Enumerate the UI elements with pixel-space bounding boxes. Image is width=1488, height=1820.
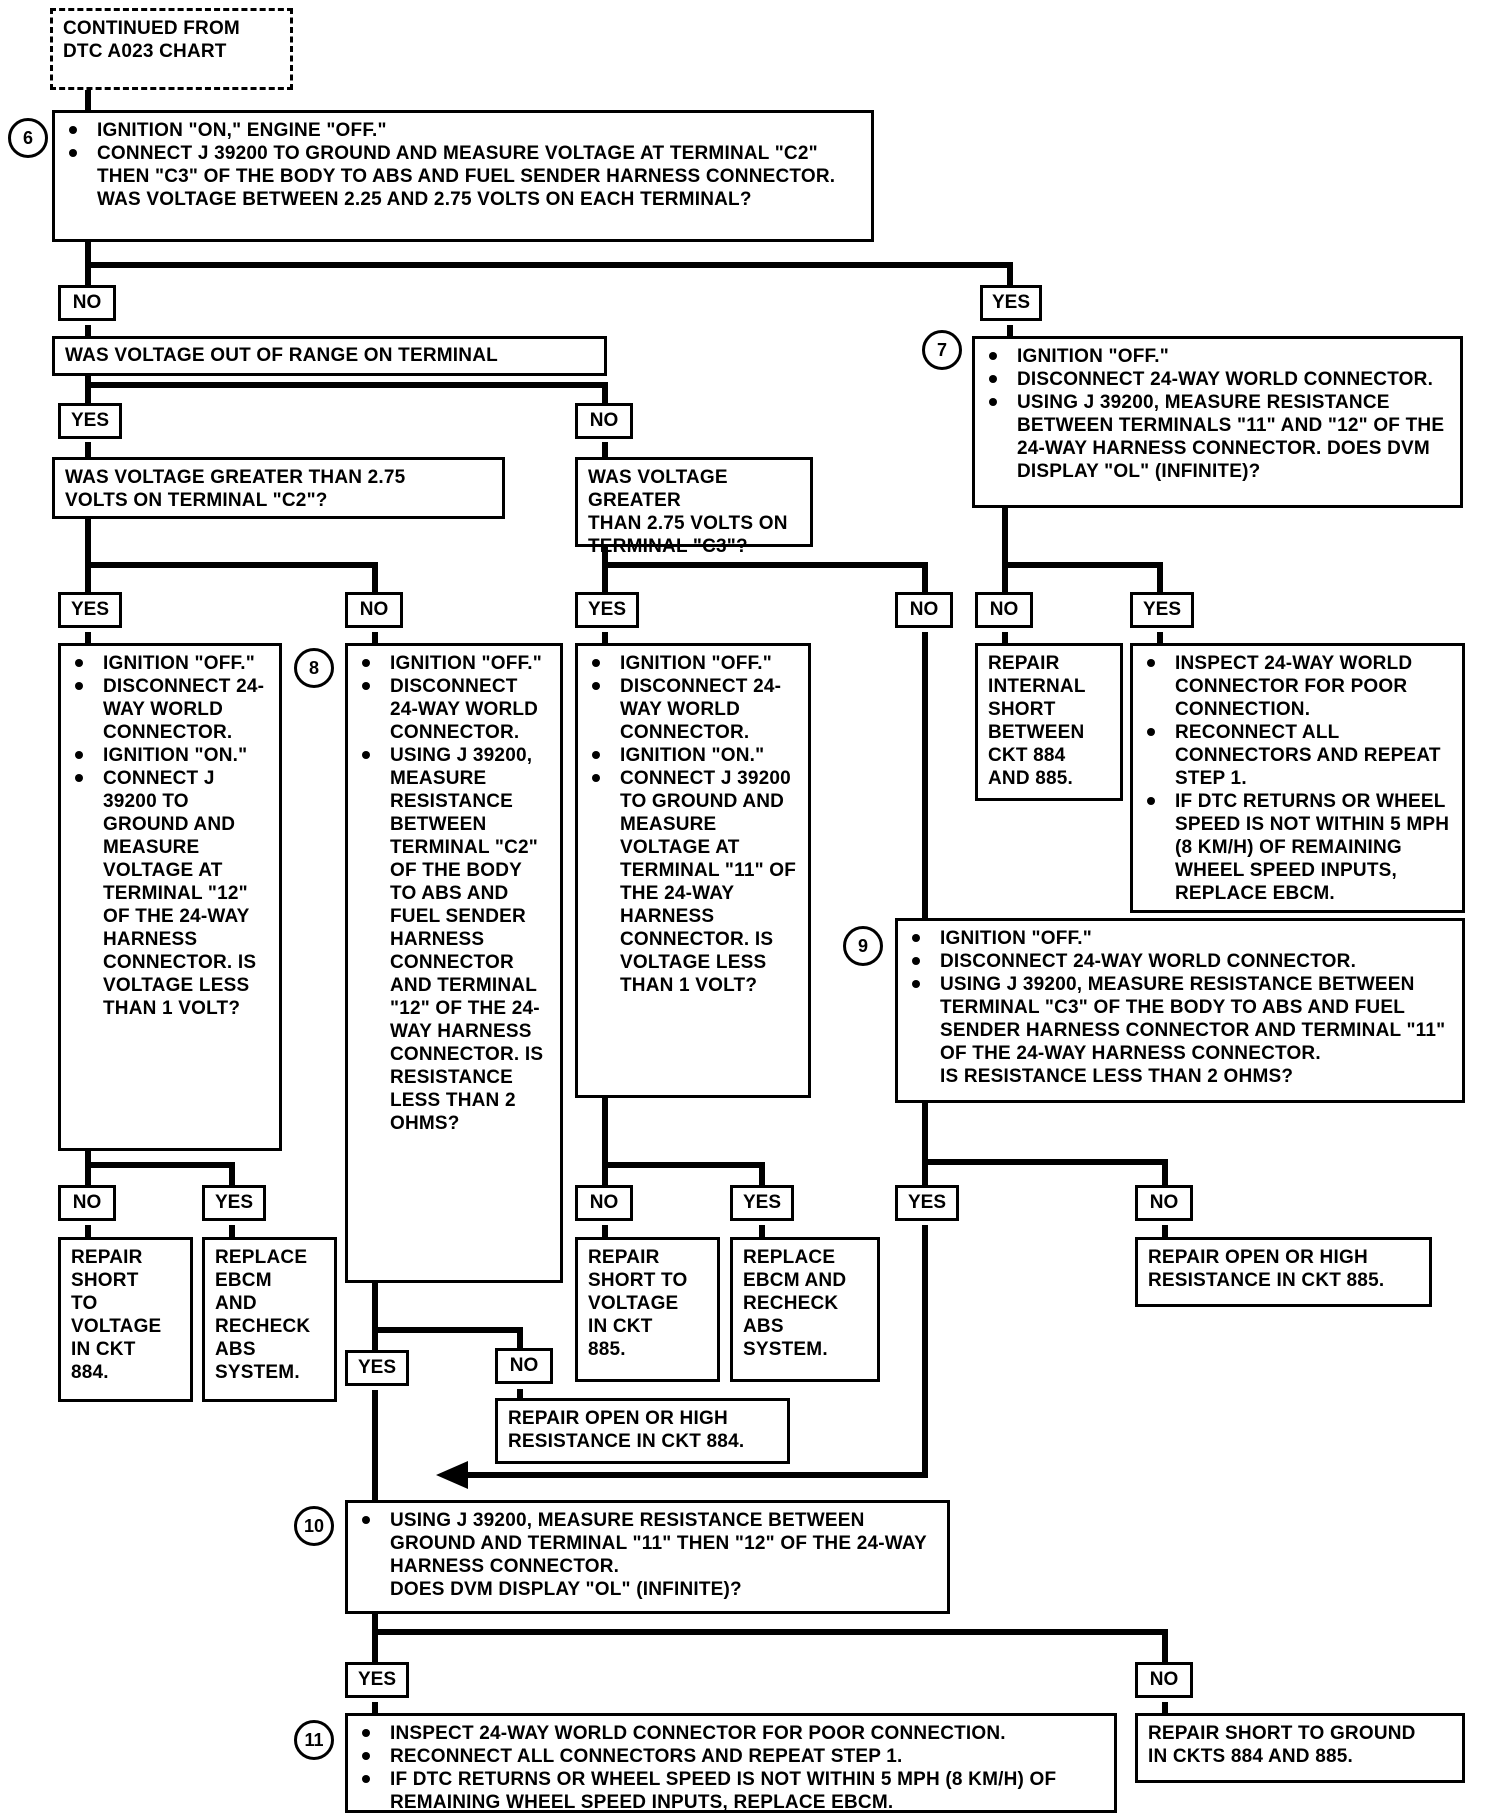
step-7-number: 7 xyxy=(922,330,962,370)
bullet-item: USING J 39200, MEASURE RESISTANCE BETWEE… xyxy=(356,1509,937,1578)
step-7-box: IGNITION "OFF." DISCONNECT 24-WAY WORLD … xyxy=(972,336,1463,508)
repair-short-ground-box: REPAIR SHORT TO GROUND IN CKTs 884 AND 8… xyxy=(1135,1713,1465,1783)
step-10-number: 10 xyxy=(294,1506,334,1546)
no-label: NO xyxy=(345,592,403,628)
bullet-item: CONNECT J 39200 TO GROUND AND MEASURE VO… xyxy=(63,142,861,188)
bullet-item: IGNITION "OFF." xyxy=(906,927,1452,950)
bullet-item: USING J 39200, MEASURE RESISTANCE BETWEE… xyxy=(983,391,1450,483)
no-label: NO xyxy=(895,592,953,628)
bullet-item: DISCONNECT 24-WAY WORLD CONNECTOR. xyxy=(983,368,1450,391)
step-11-number: 11 xyxy=(294,1720,334,1760)
no-label: NO xyxy=(1135,1662,1193,1698)
yes-label: YES xyxy=(1130,592,1194,628)
step-10-box: USING J 39200, MEASURE RESISTANCE BETWEE… xyxy=(345,1500,950,1614)
bullet-item: USING J 39200, MEASURE RESISTANCE BETWEE… xyxy=(906,973,1452,1065)
arrow-head xyxy=(436,1461,468,1489)
bullet-item: CONNECT J 39200 TO GROUND AND MEASURE VO… xyxy=(586,767,798,997)
replace-ebcm-box-1: REPLACE EBCM AND RECHECK ABS SYSTEM. xyxy=(202,1237,337,1402)
bullet-item: IF DTC RETURNS OR WHEEL SPEED IS NOT WIT… xyxy=(356,1768,1104,1814)
bullet-item: IGNITION "ON." xyxy=(69,744,269,767)
step-7-yes-inspect-box: INSPECT 24-WAY WORLD CONNECTOR FOR POOR … xyxy=(1130,643,1465,913)
step-9-number: 9 xyxy=(843,926,883,966)
yes-label: YES xyxy=(730,1185,794,1221)
bullet-item: INSPECT 24-WAY WORLD CONNECTOR FOR POOR … xyxy=(1141,652,1452,721)
no-label: NO xyxy=(575,1185,633,1221)
question-c3-greater: WAS VOLTAGE GREATER THAN 2.75 VOLTS ON T… xyxy=(575,457,813,557)
bullet-item: CONNECT J 39200 TO GROUND AND MEASURE VO… xyxy=(69,767,269,1020)
bullet-item: IGNITION "ON," ENGINE "OFF." xyxy=(63,119,861,142)
repair-open-ckt884-box: REPAIR OPEN OR HIGH RESISTANCE IN CKT 88… xyxy=(495,1398,790,1464)
bullet-item: IF DTC RETURNS OR WHEEL SPEED IS NOT WIT… xyxy=(1141,790,1452,905)
yes-label: YES xyxy=(345,1350,409,1386)
bullet-item: RECONNECT ALL CONNECTORS AND REPEAT STEP… xyxy=(356,1745,1104,1768)
bullet-item: INSPECT 24-WAY WORLD CONNECTOR FOR POOR … xyxy=(356,1722,1104,1745)
yes-label: YES xyxy=(58,592,122,628)
bullet-item: DISCONNECT 24-WAY WORLD CONNECTOR. xyxy=(586,675,798,744)
bullet-item: IGNITION "OFF." xyxy=(586,652,798,675)
step-11-box: INSPECT 24-WAY WORLD CONNECTOR FOR POOR … xyxy=(345,1713,1117,1813)
bullet-item: DISCONNECT 24-WAY WORLD CONNECTOR. xyxy=(356,675,550,744)
c2-yes-procedure-box: IGNITION "OFF." DISCONNECT 24-WAY WORLD … xyxy=(58,643,282,1151)
step-9-question: IS RESISTANCE LESS THAN 2 OHMS? xyxy=(940,1066,1294,1087)
yes-label: YES xyxy=(895,1185,959,1221)
c3-yes-procedure-box: IGNITION "OFF." DISCONNECT 24-WAY WORLD … xyxy=(575,643,811,1098)
bullet-item: IGNITION "OFF." xyxy=(983,345,1450,368)
no-label: NO xyxy=(575,403,633,439)
question-out-of-range: WAS VOLTAGE OUT OF RANGE ON TERMINAL xyxy=(52,336,607,376)
step-8-box: IGNITION "OFF." DISCONNECT 24-WAY WORLD … xyxy=(345,643,563,1283)
repair-short-ckt885-box: REPAIR SHORT TO VOLTAGE IN CKT 885. xyxy=(575,1237,720,1382)
yes-label: YES xyxy=(345,1662,409,1698)
repair-short-ckt884-box: REPAIR SHORT TO VOLTAGE IN CKT 884. xyxy=(58,1237,193,1402)
repair-internal-short-box: REPAIR INTERNAL SHORT BETWEEN CKT 884 AN… xyxy=(975,643,1123,801)
step-6-box: IGNITION "ON," ENGINE "OFF." CONNECT J 3… xyxy=(52,110,874,242)
bullet-item: IGNITION "OFF." xyxy=(356,652,550,675)
no-label: NO xyxy=(58,1185,116,1221)
yes-label: YES xyxy=(58,403,122,439)
step-10-question: DOES DVM DISPLAY "OL" (INFINITE)? xyxy=(390,1579,742,1600)
step-6-question: WAS VOLTAGE BETWEEN 2.25 AND 2.75 VOLTS … xyxy=(97,189,752,210)
step-9-box: IGNITION "OFF." DISCONNECT 24-WAY WORLD … xyxy=(895,918,1465,1103)
no-label: NO xyxy=(495,1348,553,1384)
bullet-item: RECONNECT ALL CONNECTORS AND REPEAT STEP… xyxy=(1141,721,1452,790)
yes-label: YES xyxy=(575,592,639,628)
no-label: NO xyxy=(975,592,1033,628)
step-8-number: 8 xyxy=(294,648,334,688)
step-6-number: 6 xyxy=(8,118,48,158)
bullet-item: IGNITION "OFF." xyxy=(69,652,269,675)
repair-open-ckt885-box: REPAIR OPEN OR HIGH RESISTANCE IN CKT 88… xyxy=(1135,1237,1432,1307)
no-label: NO xyxy=(1135,1185,1193,1221)
bullet-item: DISCONNECT 24-WAY WORLD CONNECTOR. xyxy=(69,675,269,744)
no-label: NO xyxy=(58,285,116,321)
bullet-item: USING J 39200, MEASURE RESISTANCE BETWEE… xyxy=(356,744,550,1135)
question-c2-greater: WAS VOLTAGE GREATER THAN 2.75 VOLTS ON T… xyxy=(52,457,505,519)
yes-label: YES xyxy=(202,1185,266,1221)
yes-label: YES xyxy=(980,285,1042,321)
bullet-item: DISCONNECT 24-WAY WORLD CONNECTOR. xyxy=(906,950,1452,973)
replace-ebcm-box-2: REPLACE EBCM AND RECHECK ABS SYSTEM. xyxy=(730,1237,880,1382)
bullet-item: IGNITION "ON." xyxy=(586,744,798,767)
continued-from-box: CONTINUED FROM DTC A023 CHART xyxy=(50,8,293,90)
